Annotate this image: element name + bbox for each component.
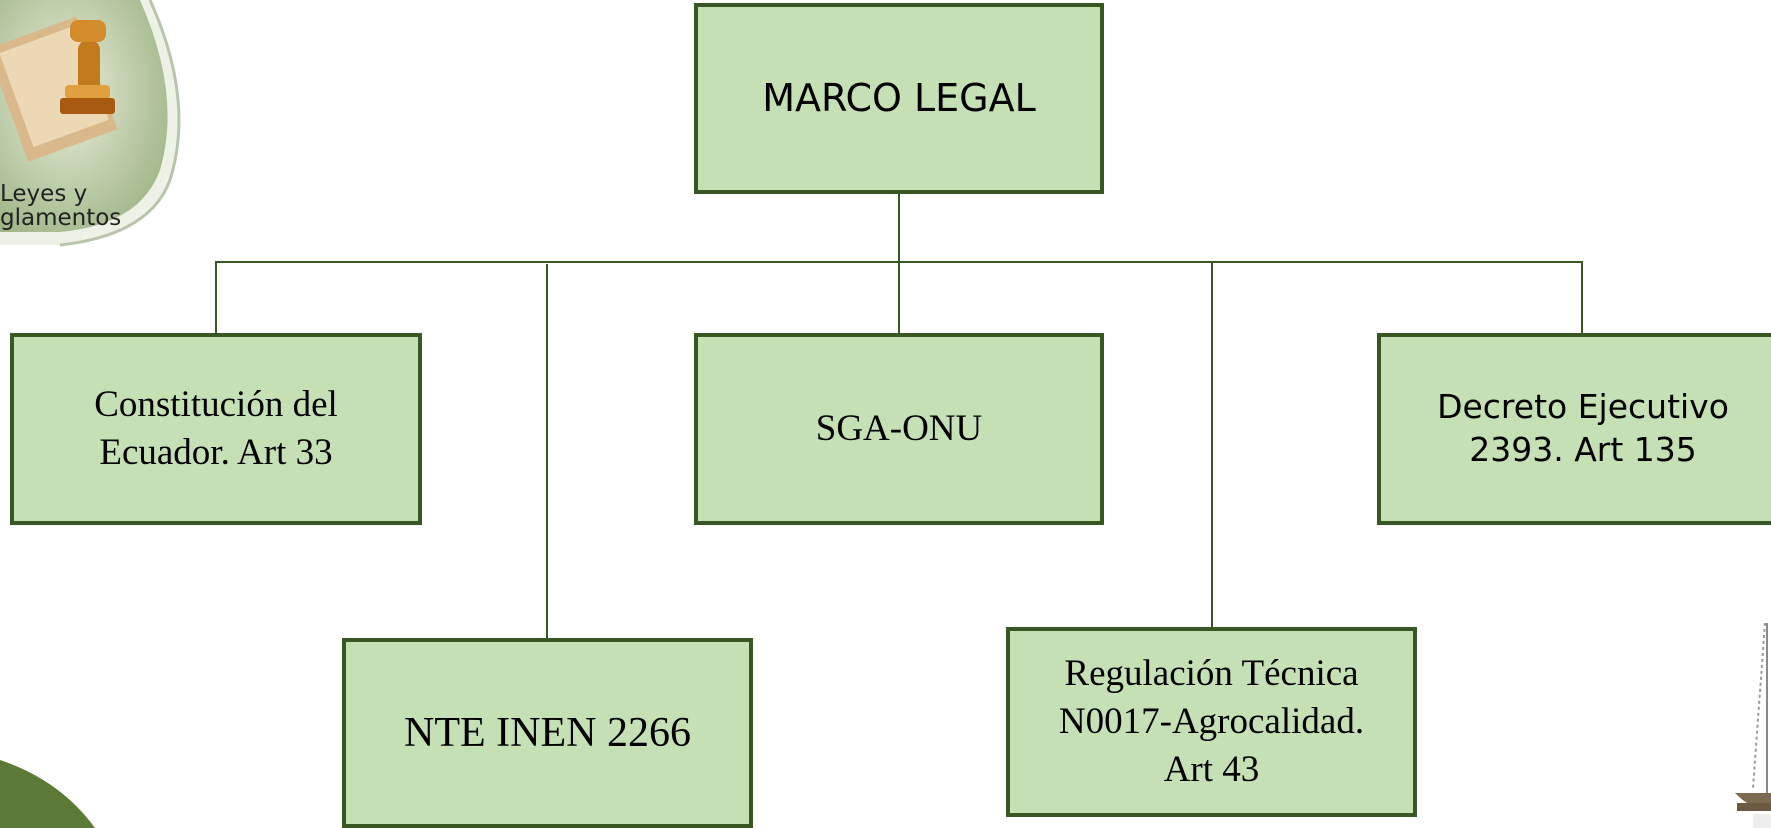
connector-child-4: [1211, 261, 1213, 629]
root-node-marco-legal: MARCO LEGAL: [694, 3, 1104, 194]
logo-caption-line2: glamentos: [0, 205, 122, 232]
node-label: Constitución del Ecuador. Art 33: [94, 383, 338, 473]
laws-logo-image: [0, 0, 181, 247]
connector-child-5: [1581, 261, 1583, 335]
connector-root-stem: [898, 192, 900, 262]
node-sga-onu: SGA-ONU: [694, 333, 1104, 525]
node-label: NTE INEN 2266: [404, 709, 691, 756]
node-label: Regulación Técnica N0017-Agrocalidad. Ar…: [1058, 652, 1365, 791]
connector-child-1: [215, 261, 217, 335]
node-label: SGA-ONU: [815, 407, 983, 449]
node-label: Decreto Ejecutivo 2393. Art 135: [1437, 387, 1729, 469]
scale-of-justice-icon: [1735, 622, 1771, 828]
node-decreto-ejecutivo: Decreto Ejecutivo 2393. Art 135: [1377, 333, 1771, 525]
connector-child-3: [898, 261, 900, 335]
gavel-icon: [60, 20, 115, 114]
node-nte-inen-2266: NTE INEN 2266: [342, 638, 753, 828]
logo-caption-line1: Leyes y: [0, 181, 88, 207]
connector-child-2: [546, 264, 548, 639]
node-regulacion-tecnica: Regulación Técnica N0017-Agrocalidad. Ar…: [1006, 627, 1417, 817]
root-node-label: MARCO LEGAL: [762, 75, 1036, 120]
node-constitucion-ecuador: Constitución del Ecuador. Art 33: [10, 333, 422, 525]
green-swoosh-decoration: [0, 760, 95, 828]
logo-caption: Leyes y glamentos: [0, 182, 121, 230]
